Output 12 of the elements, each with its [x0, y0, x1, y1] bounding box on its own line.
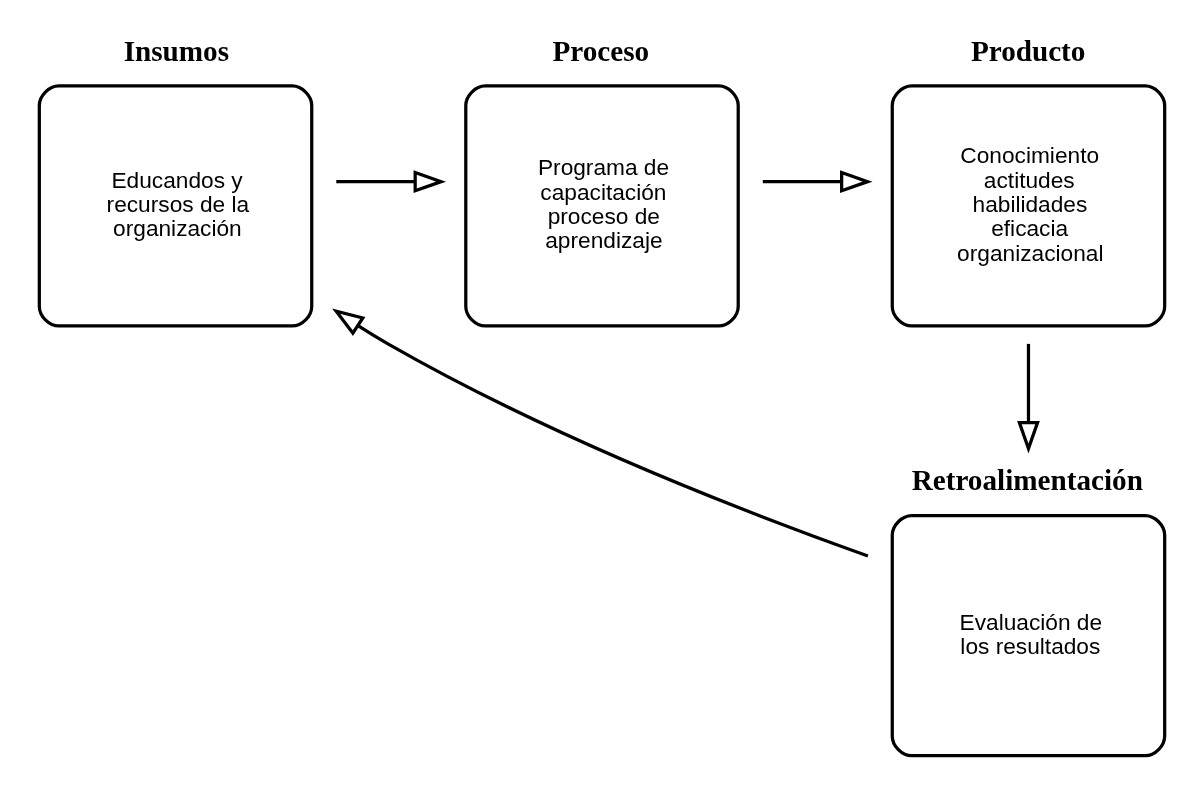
node-box: Educandos y recursos de la organización [37, 83, 314, 328]
node-box: Programa de capacitación proceso de aprendizaje [464, 83, 740, 328]
arrow [1017, 343, 1040, 453]
node-box: Conocimiento actitudes habilidades eficacia organizacional [890, 83, 1167, 328]
arrow [336, 169, 447, 193]
node-label: Retroalimentación [911, 463, 1143, 496]
node-label: Insumos [123, 34, 230, 67]
arrow [332, 308, 869, 557]
node-box: Evaluación de los resultados [890, 513, 1167, 757]
node-label: Proceso [552, 34, 650, 67]
node-label: Producto [970, 34, 1086, 67]
arrow [762, 169, 873, 193]
